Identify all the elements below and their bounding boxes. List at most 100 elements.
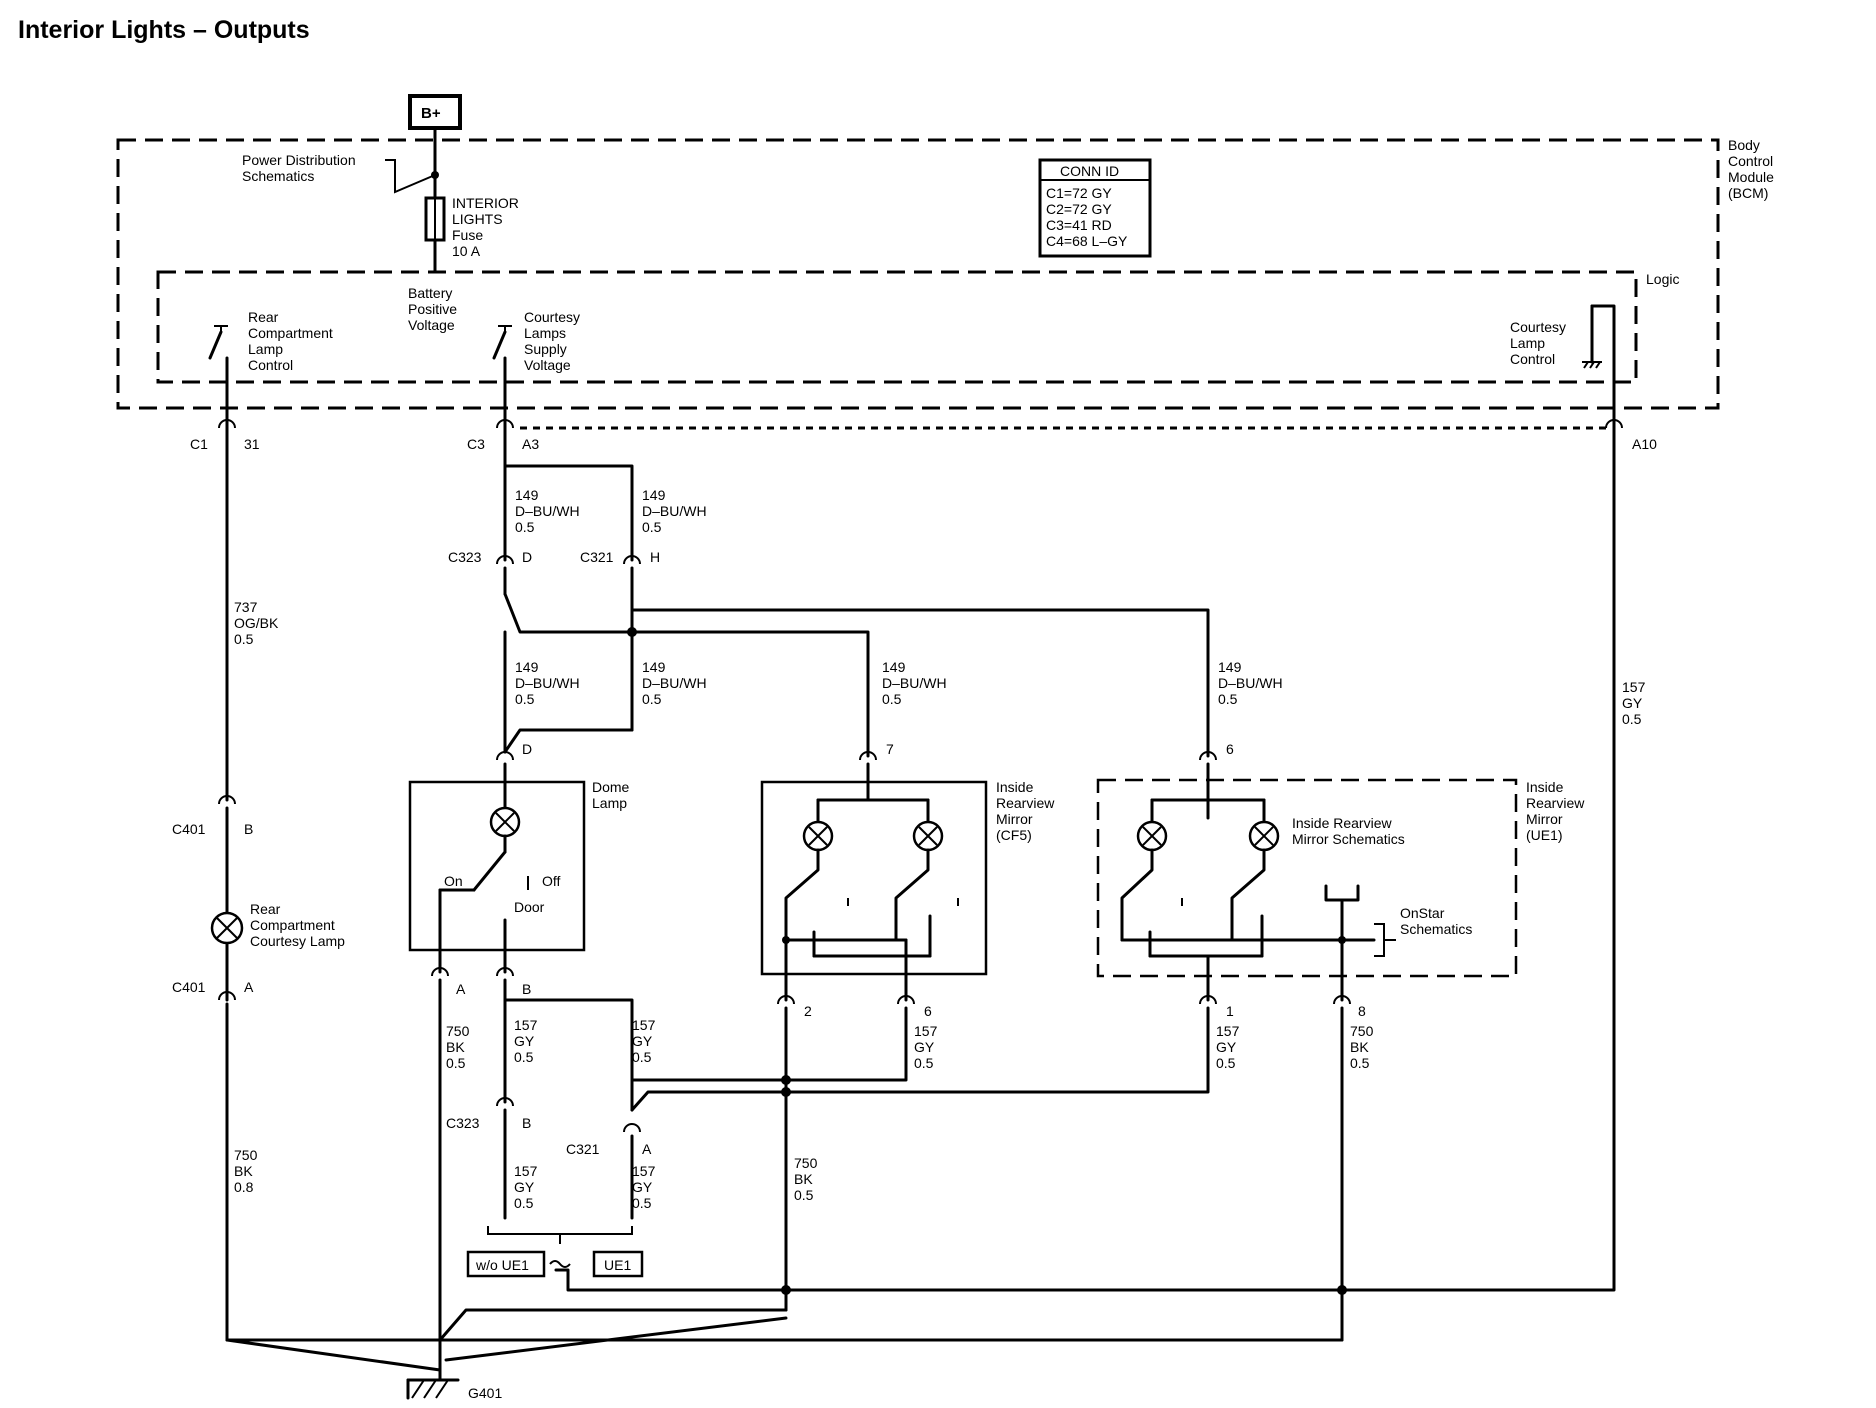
- svg-text:GY: GY: [1216, 1039, 1237, 1055]
- mirror-cf5: 7 Inside Rearview Mirror (CF5) 2 6: [760, 741, 1055, 1019]
- svg-text:C1=72 GY: C1=72 GY: [1046, 185, 1112, 201]
- svg-text:GY: GY: [914, 1039, 935, 1055]
- svg-text:0.5: 0.5: [1218, 691, 1238, 707]
- svg-text:Module: Module: [1728, 169, 1774, 185]
- logic-label: Logic: [1646, 271, 1679, 287]
- svg-text:INTERIOR: INTERIOR: [452, 195, 519, 211]
- wire-157-ue1-label: 157 GY 0.5: [1216, 1023, 1240, 1071]
- svg-text:Fuse: Fuse: [452, 227, 483, 243]
- mirror-ue1: 6 Inside Rearview Mirror Schematics OnSt…: [1096, 741, 1585, 1019]
- svg-text:0.5: 0.5: [882, 691, 902, 707]
- svg-text:149: 149: [642, 659, 666, 675]
- svg-text:Inside Rearview: Inside Rearview: [1292, 815, 1392, 831]
- svg-text:Lamps: Lamps: [524, 325, 566, 341]
- svg-text:157: 157: [514, 1163, 538, 1179]
- svg-text:0.5: 0.5: [1622, 711, 1642, 727]
- svg-text:C321: C321: [566, 1141, 600, 1157]
- svg-text:Power Distribution: Power Distribution: [242, 152, 356, 168]
- svg-text:Control: Control: [1728, 153, 1773, 169]
- rear-compartment-switch: Rear Compartment Lamp Control: [208, 309, 333, 434]
- svg-text:157: 157: [1216, 1023, 1240, 1039]
- ground-g401: G401: [406, 1378, 502, 1401]
- svg-text:2: 2: [804, 1003, 812, 1019]
- svg-text:B: B: [522, 1115, 531, 1131]
- svg-text:B: B: [244, 821, 253, 837]
- svg-text:LIGHTS: LIGHTS: [452, 211, 503, 227]
- svg-text:8: 8: [1358, 1003, 1366, 1019]
- c401-b-connector: C401 B: [172, 821, 253, 837]
- svg-text:Voltage: Voltage: [524, 357, 571, 373]
- wire-737-label: 737 OG/BK 0.5: [234, 599, 279, 647]
- svg-text:157: 157: [514, 1017, 538, 1033]
- svg-text:0.5: 0.5: [514, 1049, 534, 1065]
- wire-157-right-label: 157 GY 0.5: [1622, 679, 1646, 727]
- svg-text:Rearview: Rearview: [1526, 795, 1585, 811]
- svg-text:7: 7: [886, 741, 894, 757]
- svg-text:CONN ID: CONN ID: [1060, 163, 1119, 179]
- svg-text:C4=68 L–GY: C4=68 L–GY: [1046, 233, 1128, 249]
- wire-157-c321-label: 157 GY 0.5: [632, 1017, 656, 1065]
- svg-text:Rear: Rear: [248, 309, 279, 325]
- c323-bottom-connector: C323 B: [446, 1115, 531, 1131]
- svg-text:Schematics: Schematics: [1400, 921, 1472, 937]
- svg-text:737: 737: [234, 599, 258, 615]
- svg-text:Compartment: Compartment: [250, 917, 335, 933]
- wire-149-a-label: 149 D–BU/WH 0.5: [515, 487, 580, 535]
- svg-text:0.5: 0.5: [632, 1195, 652, 1211]
- wire-157-low-b-label: 157 GY 0.5: [514, 1163, 538, 1211]
- svg-text:0.5: 0.5: [1350, 1055, 1370, 1071]
- power-distribution: Power Distribution Schematics: [242, 126, 439, 198]
- svg-text:D–BU/WH: D–BU/WH: [882, 675, 947, 691]
- svg-text:Control: Control: [1510, 351, 1555, 367]
- svg-text:Inside: Inside: [996, 779, 1034, 795]
- svg-text:6: 6: [1226, 741, 1234, 757]
- courtesy-supply-switch: Courtesy Lamps Supply Voltage: [492, 309, 580, 434]
- battery-positive-label: Battery Positive Voltage: [408, 285, 457, 333]
- svg-text:149: 149: [515, 659, 539, 675]
- svg-text:H: H: [650, 549, 660, 565]
- bcm-connector-c3: C3 A3: [467, 419, 539, 452]
- interior-lights-fuse: INTERIOR LIGHTS Fuse 10 A: [424, 195, 519, 274]
- svg-text:GY: GY: [632, 1033, 653, 1049]
- wire-750-dome-label: 750 BK 0.5: [446, 1023, 470, 1071]
- svg-text:Supply: Supply: [524, 341, 567, 357]
- svg-text:0.5: 0.5: [515, 519, 535, 535]
- option-without-ue1: w/o UE1: [475, 1257, 529, 1273]
- svg-text:Rear: Rear: [250, 901, 281, 917]
- svg-text:Body: Body: [1728, 137, 1760, 153]
- svg-text:BK: BK: [794, 1171, 813, 1187]
- svg-text:(CF5): (CF5): [996, 827, 1032, 843]
- svg-text:(BCM): (BCM): [1728, 185, 1768, 201]
- wire-149-b-label: 149 D–BU/WH 0.5: [642, 487, 707, 535]
- svg-text:750: 750: [234, 1147, 258, 1163]
- conn-id-table: CONN ID C1=72 GY C2=72 GY C3=41 RD C4=68…: [1038, 158, 1152, 258]
- bcm-connector-a10: A10: [1605, 419, 1657, 452]
- svg-text:C323: C323: [448, 549, 482, 565]
- svg-text:149: 149: [642, 487, 666, 503]
- svg-text:157: 157: [632, 1163, 656, 1179]
- svg-text:0.5: 0.5: [234, 631, 254, 647]
- rear-compartment-circuit: [218, 430, 236, 1342]
- svg-text:Courtesy: Courtesy: [1510, 319, 1566, 335]
- wire-157-low-a-label: 157 GY 0.5: [632, 1163, 656, 1211]
- dome-door-label: Door: [514, 899, 545, 915]
- dome-on-label: On: [444, 873, 463, 889]
- svg-text:Courtesy Lamp: Courtesy Lamp: [250, 933, 345, 949]
- svg-text:149: 149: [882, 659, 906, 675]
- wire-149-f-label: 149 D–BU/WH 0.5: [1218, 659, 1283, 707]
- svg-text:750: 750: [1350, 1023, 1374, 1039]
- c323-top-connector: C323 D: [448, 549, 532, 565]
- svg-text:Lamp: Lamp: [1510, 335, 1545, 351]
- svg-text:D: D: [522, 549, 532, 565]
- svg-text:Control: Control: [248, 357, 293, 373]
- svg-text:6: 6: [924, 1003, 932, 1019]
- svg-text:B: B: [522, 981, 531, 997]
- svg-text:A3: A3: [522, 436, 539, 452]
- wire-750-left-label: 750 BK 0.8: [234, 1147, 258, 1195]
- svg-text:0.5: 0.5: [642, 691, 662, 707]
- svg-text:750: 750: [446, 1023, 470, 1039]
- svg-text:BK: BK: [234, 1163, 253, 1179]
- svg-text:0.5: 0.5: [632, 1049, 652, 1065]
- svg-text:750: 750: [794, 1155, 818, 1171]
